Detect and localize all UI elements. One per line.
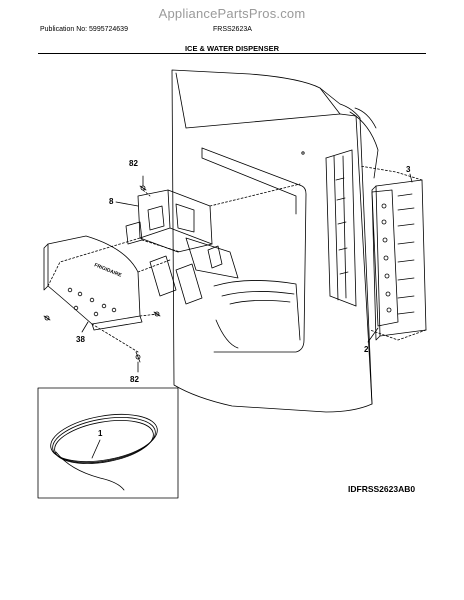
- callout-82-top: 82: [129, 159, 138, 168]
- water-tube-coil: [50, 413, 158, 491]
- callout-8: 8: [109, 197, 114, 206]
- leader-lines: [81, 173, 413, 459]
- diagram-id: IDFRSS2623AB0: [348, 484, 416, 494]
- screw-left: [43, 315, 51, 321]
- model-number: FRSS2623A: [213, 26, 252, 33]
- dispenser-recess: [201, 147, 307, 353]
- callout-82-bottom: 82: [130, 375, 139, 384]
- dispenser-cover: [43, 235, 143, 331]
- callout-38: 38: [76, 335, 85, 344]
- dispenser-assembly: [125, 189, 239, 305]
- callout-2: 2: [364, 345, 369, 354]
- side-rail: [325, 149, 357, 307]
- section-title: ICE & WATER DISPENSER: [184, 44, 280, 53]
- door-shell: [171, 69, 379, 413]
- module-panel: [371, 179, 427, 341]
- screw-top: [139, 185, 147, 191]
- watermark: AppliancePartsPros.com: [158, 6, 306, 21]
- callout-1: 1: [98, 429, 103, 438]
- assembly-lines: [47, 165, 427, 353]
- inset-frame: [37, 387, 179, 499]
- header-rule: [38, 53, 426, 54]
- publication-number: Publication No: 5995724639: [40, 26, 128, 33]
- control-board: [371, 189, 399, 327]
- screw-bottom: [135, 351, 141, 363]
- callout-3: 3: [406, 165, 411, 174]
- cover-brand-logo: FRIGIDAIRE: [93, 262, 123, 279]
